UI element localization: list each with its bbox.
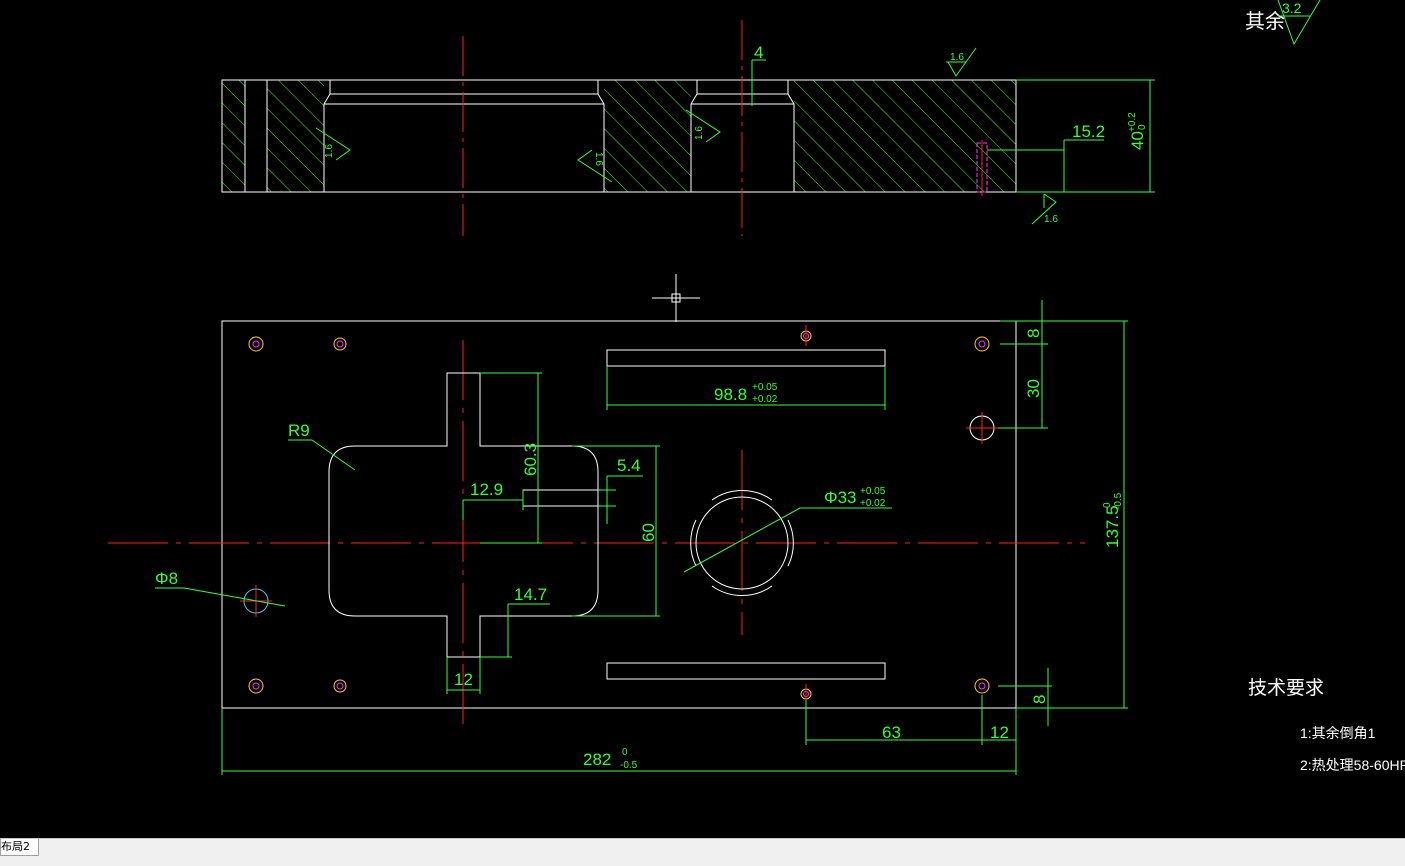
- hatch-region: [794, 80, 1016, 192]
- dim-4-label: 4: [754, 43, 763, 62]
- dim-14-7-label: 14.7: [514, 585, 547, 604]
- svg-text:1.6: 1.6: [950, 52, 964, 63]
- dim-98-8-tol-upper: +0.05: [752, 382, 778, 393]
- svg-text:1.6: 1.6: [694, 126, 705, 140]
- svg-text:1.6: 1.6: [1044, 214, 1058, 225]
- crosshair-cursor: [652, 274, 700, 322]
- svg-text:3.2: 3.2: [1282, 0, 1302, 16]
- dim-8-top-label: 8: [1024, 329, 1043, 338]
- dim-137-5-tol-lower: -0.5: [1113, 492, 1124, 510]
- roughness-mark: 1.6: [685, 109, 721, 143]
- hatch-region: [222, 80, 245, 192]
- keyway-slot: [522, 489, 598, 507]
- svg-text:1.6: 1.6: [324, 144, 335, 158]
- roughness-mark: 1.6: [946, 47, 977, 77]
- dia-33-tol-upper: +0.05: [860, 486, 886, 497]
- screw-hole: [248, 678, 264, 694]
- roughness-mark: 1.6: [577, 149, 613, 183]
- dim-60-3-label: 60.3: [521, 443, 540, 476]
- dim-40-tol-upper: +0.2: [1127, 112, 1138, 132]
- radius-r9-label: R9: [288, 421, 310, 440]
- section-view: 4 15.2 40 +0.2 0 1.6 1.6 1.6: [221, 20, 1155, 236]
- section-pocket-left: [323, 80, 605, 192]
- screw-hole: [974, 678, 990, 694]
- dim-12-bottom-label: 12: [454, 670, 473, 689]
- dim-40-tol-lower: 0: [1137, 124, 1148, 130]
- dim-8-bottom-label: 8: [1030, 695, 1049, 704]
- roughness-mark: 1.6: [315, 127, 351, 161]
- dia-33-label: Φ33: [824, 488, 856, 507]
- tech-requirements-title: 技术要求: [1248, 677, 1324, 699]
- dim-30-label: 30: [1024, 379, 1043, 398]
- screw-hole: [974, 336, 990, 352]
- dim-40-label: 40: [1128, 131, 1147, 150]
- dim-98-8-tol-lower: +0.02: [752, 394, 778, 405]
- surface-finish-note: 其余 3.2: [1245, 0, 1321, 46]
- tech-requirement-item: 2:热处理58-60HRC: [1300, 757, 1405, 773]
- hatch-region: [604, 80, 691, 192]
- dim-60-label: 60: [639, 523, 658, 542]
- dim-282-tol-upper: 0: [622, 747, 628, 758]
- hatch-region: [267, 80, 324, 192]
- screw-hole: [333, 337, 347, 351]
- svg-text:其余: 其余: [1245, 10, 1285, 33]
- slot-bottom: [606, 662, 886, 680]
- bore-hole: [695, 496, 789, 590]
- slot-top: [606, 349, 886, 367]
- svg-text:1.6: 1.6: [593, 152, 604, 166]
- plan-view: 8 30 98.8 +0.05 +0.02 R9 60.3 5.4 12.9: [108, 300, 1128, 775]
- layout-tab-bar: 布局2: [0, 838, 1405, 866]
- tech-requirements: 技术要求 1:其余倒角1 2:热处理58-60HRC: [1248, 677, 1405, 773]
- screw-hole: [248, 336, 264, 352]
- screw-hole: [333, 679, 347, 693]
- dia-33-tol-lower: +0.02: [860, 498, 886, 509]
- dim-137-5-label: 137.5: [1103, 505, 1122, 548]
- dim-15-2-label: 15.2: [1072, 122, 1105, 141]
- dim-98-8-label: 98.8: [714, 385, 747, 404]
- dim-63-label: 63: [882, 723, 901, 742]
- cad-drawing-canvas[interactable]: 4 15.2 40 +0.2 0 1.6 1.6 1.6: [0, 0, 1405, 838]
- tech-requirement-item: 1:其余倒角1: [1300, 725, 1376, 741]
- dia-8-label: Φ8: [155, 569, 178, 588]
- dim-282-label: 282: [583, 750, 611, 769]
- dim-12-right-label: 12: [990, 723, 1009, 742]
- dim-282-tol-lower: -0.5: [620, 760, 638, 771]
- roughness-mark: 1.6: [1031, 193, 1058, 225]
- layout-tab-label: 布局2: [1, 840, 30, 853]
- section-outline: [221, 79, 1017, 193]
- plate-outline: [221, 320, 1017, 709]
- dim-12-9-label: 12.9: [470, 480, 503, 499]
- layout-tab[interactable]: 布局2: [0, 839, 39, 856]
- dim-5-4-label: 5.4: [617, 456, 641, 475]
- dim-137-5-tol-upper: 0: [1102, 502, 1113, 508]
